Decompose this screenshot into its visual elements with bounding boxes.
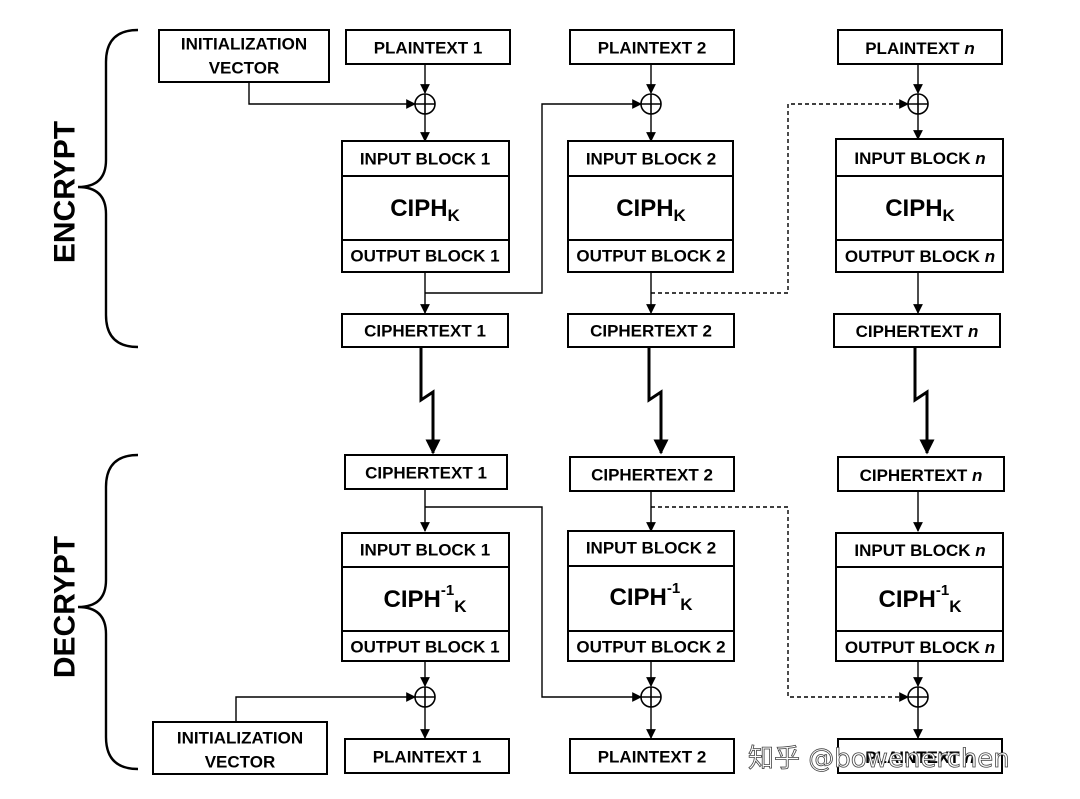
watermark: 知乎 @bowenerchen — [748, 744, 1010, 774]
decrypt-iv-line1: INITIALIZATION — [177, 729, 303, 748]
decrypt-ciphertext-n-box — [837, 456, 1005, 492]
transmission-arrow-n-icon — [913, 347, 935, 455]
decrypt-iv-box — [152, 721, 328, 775]
decrypt-input-block-n: INPUT BLOCK n — [854, 541, 985, 560]
decrypt-ciphertext-2: CIPHERTEXT 2 — [591, 466, 713, 485]
decrypt-output-block-1: OUTPUT BLOCK 1 — [350, 638, 499, 657]
decrypt-output-block-n: OUTPUT BLOCK n — [845, 638, 995, 657]
encrypt-ciph-1: CIPHK — [390, 195, 460, 225]
decrypt-ciphertext-n: CIPHERTEXT n — [860, 466, 983, 485]
enc-line-chain-2-n — [651, 99, 909, 294]
encrypt-iv-line2: VECTOR — [209, 59, 280, 78]
decrypt-ciph-inv-1: CIPH-1K — [384, 582, 468, 616]
enc-line-chain-1-2 — [425, 99, 642, 294]
encrypt-plaintext-n-box — [837, 29, 1003, 65]
decrypt-cipher-block-1 — [341, 532, 510, 662]
encrypt-ciphertext-n-box — [833, 313, 1001, 348]
decrypt-plaintext-1-box — [344, 738, 510, 774]
decrypt-plaintext-1: PLAINTEXT 1 — [373, 748, 482, 767]
decrypt-plaintext-2-box — [569, 738, 735, 774]
encrypt-input-block-2: INPUT BLOCK 2 — [586, 150, 716, 169]
encrypt-plaintext-1: PLAINTEXT 1 — [374, 39, 483, 58]
encrypt-ciphertext-1-box — [341, 313, 509, 348]
encrypt-ciphertext-1: CIPHERTEXT 1 — [364, 322, 486, 341]
encrypt-ciph-n: CIPHK — [885, 195, 955, 225]
encrypt-input-block-1: INPUT BLOCK 1 — [360, 150, 490, 169]
decrypt-label: DECRYPT — [49, 536, 82, 678]
encrypt-input-block-n: INPUT BLOCK n — [854, 149, 985, 168]
transmission-arrow-2-icon — [647, 347, 669, 455]
decrypt-brace — [77, 453, 139, 771]
dec-line-chain-1-2 — [425, 506, 642, 702]
dec-line-iv-xor — [235, 692, 416, 722]
encrypt-plaintext-1-box — [345, 29, 511, 65]
encrypt-output-block-n: OUTPUT BLOCK n — [845, 247, 995, 266]
encrypt-ciph-2: CIPHK — [616, 195, 686, 225]
encrypt-ciphertext-n: CIPHERTEXT n — [856, 322, 979, 341]
encrypt-label: ENCRYPT — [49, 121, 82, 263]
dec-line-chain-2-n — [651, 506, 909, 702]
encrypt-cipher-block-2 — [567, 140, 734, 273]
decrypt-cipher-block-n — [835, 532, 1004, 662]
decrypt-plaintext-n: PLAINTEXT n — [865, 748, 975, 767]
decrypt-ciphertext-1: CIPHERTEXT 1 — [365, 464, 487, 483]
encrypt-output-block-2: OUTPUT BLOCK 2 — [576, 247, 725, 266]
encrypt-xor-n-icon — [907, 93, 929, 115]
transmission-arrow-1-icon — [419, 347, 441, 455]
encrypt-cipher-block-n — [835, 138, 1004, 273]
decrypt-iv-line2: VECTOR — [205, 753, 276, 772]
decrypt-xor-1-icon — [414, 686, 436, 708]
encrypt-ciphertext-2-box — [567, 313, 735, 348]
decrypt-plaintext-2: PLAINTEXT 2 — [598, 748, 707, 767]
encrypt-plaintext-2-box — [569, 29, 735, 65]
decrypt-output-block-2: OUTPUT BLOCK 2 — [576, 638, 725, 657]
encrypt-output-block-1: OUTPUT BLOCK 1 — [350, 247, 499, 266]
encrypt-xor-2-icon — [640, 93, 662, 115]
decrypt-ciphertext-1-box — [344, 454, 508, 490]
decrypt-xor-n-icon — [907, 686, 929, 708]
encrypt-iv-line1: INITIALIZATION — [181, 35, 307, 54]
encrypt-iv-box — [158, 29, 330, 83]
encrypt-ciphertext-2: CIPHERTEXT 2 — [590, 322, 712, 341]
decrypt-ciph-inv-2: CIPH-1K — [610, 580, 694, 614]
encrypt-cipher-block-1 — [341, 140, 510, 273]
decrypt-input-block-2: INPUT BLOCK 2 — [586, 539, 716, 558]
encrypt-plaintext-2: PLAINTEXT 2 — [598, 39, 707, 58]
decrypt-input-block-1: INPUT BLOCK 1 — [360, 541, 490, 560]
encrypt-xor-1-icon — [414, 93, 436, 115]
decrypt-ciphertext-2-box — [569, 456, 735, 492]
decrypt-xor-2-icon — [640, 686, 662, 708]
decrypt-ciph-inv-n: CIPH-1K — [879, 582, 963, 616]
enc-line-iv-xor — [248, 82, 416, 109]
encrypt-plaintext-n: PLAINTEXT n — [865, 39, 975, 58]
encrypt-brace — [77, 28, 139, 349]
decrypt-plaintext-n-box — [837, 738, 1003, 774]
